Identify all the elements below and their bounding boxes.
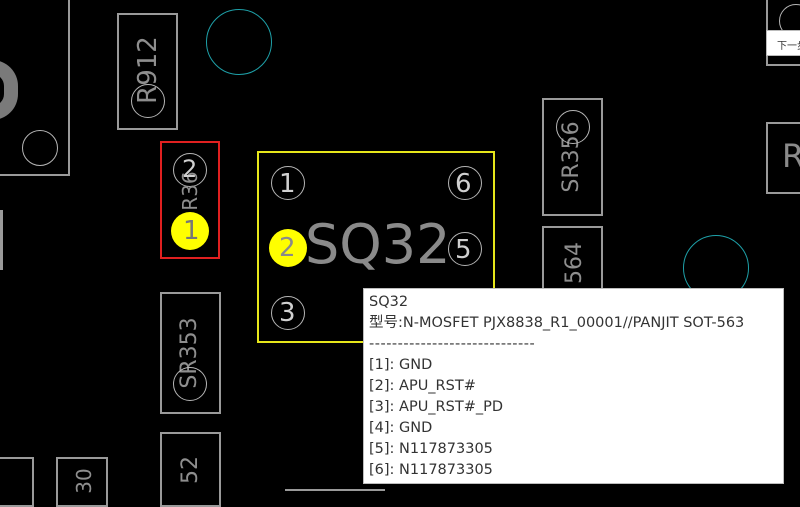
tooltip-pin-2: [2]: APU_RST# [369, 378, 476, 394]
selected-component-outline[interactable] [160, 141, 220, 259]
tooltip-model: 型号:N-MOSFET PJX8838_R1_00001//PANJIT SOT… [369, 315, 745, 331]
sq32-pin-3-label: 3 [279, 298, 296, 328]
component-sr353-outline[interactable] [160, 292, 221, 414]
tooltip-pin-5: [5]: N117873305 [369, 441, 493, 457]
sq32-pin-2-highlight[interactable] [269, 229, 307, 267]
right-component-label: R [782, 137, 800, 175]
left-small-mark [0, 210, 3, 270]
r36-pin-1-label: 1 [183, 216, 200, 246]
tooltip-pin-3: [3]: APU_RST#_PD [369, 399, 504, 415]
bottom-component-c-label: 52 [178, 456, 203, 484]
sr356-pad[interactable] [556, 110, 590, 144]
bottom-component-a-outline[interactable] [0, 457, 34, 507]
bottom-line-mark [285, 489, 385, 491]
tooltip-pin-1: [1]: GND [369, 357, 433, 373]
sq32-pad-3[interactable] [271, 296, 305, 330]
left-component-outline[interactable] [0, 0, 70, 176]
right-component-outline[interactable] [766, 122, 800, 194]
tooltip-title: SQ32 [369, 294, 409, 310]
r36-pad-2[interactable] [173, 153, 207, 187]
component-sr364-label: 564 [562, 242, 587, 284]
tooltip-separator: ----------------------------- [369, 336, 536, 352]
sq32-pin-1-label: 1 [279, 169, 296, 199]
sq32-pin-6-label: 6 [455, 169, 472, 199]
sr353-pad[interactable] [173, 367, 207, 401]
component-sr356-outline[interactable] [542, 98, 603, 216]
sq32-pin-5-label: 5 [455, 235, 472, 265]
corner-tooltip: 下一步 [766, 30, 800, 56]
r36-pin-1-highlight[interactable] [171, 212, 209, 250]
teal-via-circle-top [206, 9, 272, 75]
sq32-ref-label: SQ32 [305, 213, 451, 276]
component-info-tooltip: SQ32 型号:N-MOSFET PJX8838_R1_00001//PANJI… [363, 288, 784, 484]
sq32-pad-5[interactable] [448, 232, 482, 266]
sq32-pad-1[interactable] [271, 166, 305, 200]
r912-pad[interactable] [131, 84, 165, 118]
sq32-pad-6[interactable] [448, 166, 482, 200]
component-r912-outline[interactable] [117, 13, 178, 130]
sq32-pin-2-label: 2 [279, 233, 296, 263]
r36-pin-2-label: 2 [182, 155, 198, 183]
left-component-pad[interactable] [22, 130, 58, 166]
bottom-component-b-label: 30 [72, 468, 96, 494]
tooltip-pin-6: [6]: N117873305 [369, 462, 493, 478]
tooltip-pin-4: [4]: GND [369, 420, 433, 436]
